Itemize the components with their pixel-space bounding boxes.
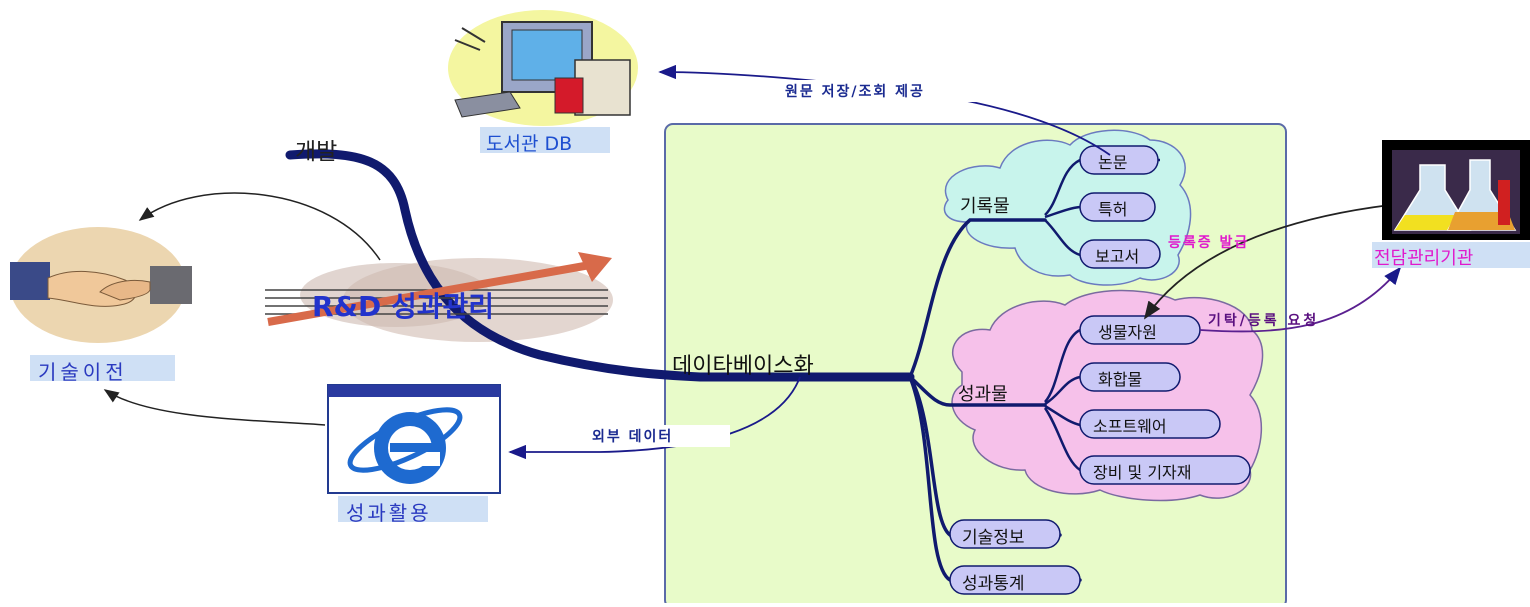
node-software: 소프트웨어 bbox=[1093, 417, 1167, 436]
growth-arrow bbox=[267, 261, 591, 326]
node-compound: 화합물 bbox=[1098, 370, 1143, 389]
edge-label-registration-cert: 등록증 발급 bbox=[1168, 235, 1250, 251]
node-report: 보고서 bbox=[1095, 247, 1140, 266]
edge-registration-cert bbox=[1143, 204, 1391, 320]
edge-label-external-data: 외부 데이터 bbox=[592, 429, 674, 445]
agency-label-box bbox=[1372, 242, 1530, 268]
node-bioresource: 생물자원 bbox=[1098, 323, 1157, 342]
node-stats: 성과통계 bbox=[962, 574, 1025, 594]
edge-utilization-to-transfer bbox=[103, 389, 326, 426]
node-ovals bbox=[949, 145, 1251, 595]
library-label-box bbox=[480, 127, 610, 153]
tech-transfer-label: 기술이전 bbox=[38, 360, 128, 384]
hub-branches bbox=[908, 218, 1082, 582]
node-patent: 특허 bbox=[1098, 200, 1128, 219]
rnd-label: R&D 성과관리 bbox=[312, 290, 495, 323]
node-paper: 논문 bbox=[1098, 153, 1128, 172]
edge-label-original-storage: 원문 저장/조회 제공 bbox=[785, 84, 925, 100]
library-label: 도서관 DB bbox=[486, 133, 573, 155]
center-label: 데이타베이스화 bbox=[672, 354, 814, 379]
browser-e-icon bbox=[327, 384, 501, 494]
develop-label: 개발 bbox=[295, 139, 338, 165]
edge-label-deposit-request: 기탁/등록 요청 bbox=[1208, 313, 1320, 329]
handshake-icon bbox=[10, 227, 192, 343]
agency-label: 전담관리기관 bbox=[1374, 248, 1474, 269]
utilization-label: 성과활용 bbox=[346, 501, 432, 525]
utilization-label-box bbox=[338, 496, 488, 522]
edge-deposit-request bbox=[1199, 266, 1402, 333]
computer-books-icon bbox=[448, 10, 638, 126]
lab-flask-icon bbox=[1382, 140, 1530, 240]
node-equipment: 장비 및 기자재 bbox=[1093, 463, 1192, 482]
tech-transfer-label-box bbox=[30, 355, 175, 381]
edge-tech-transfer bbox=[138, 192, 381, 261]
results-label: 성과물 bbox=[958, 384, 1008, 405]
records-label: 기록물 bbox=[960, 196, 1010, 217]
node-tech-info: 기술정보 bbox=[962, 528, 1025, 548]
